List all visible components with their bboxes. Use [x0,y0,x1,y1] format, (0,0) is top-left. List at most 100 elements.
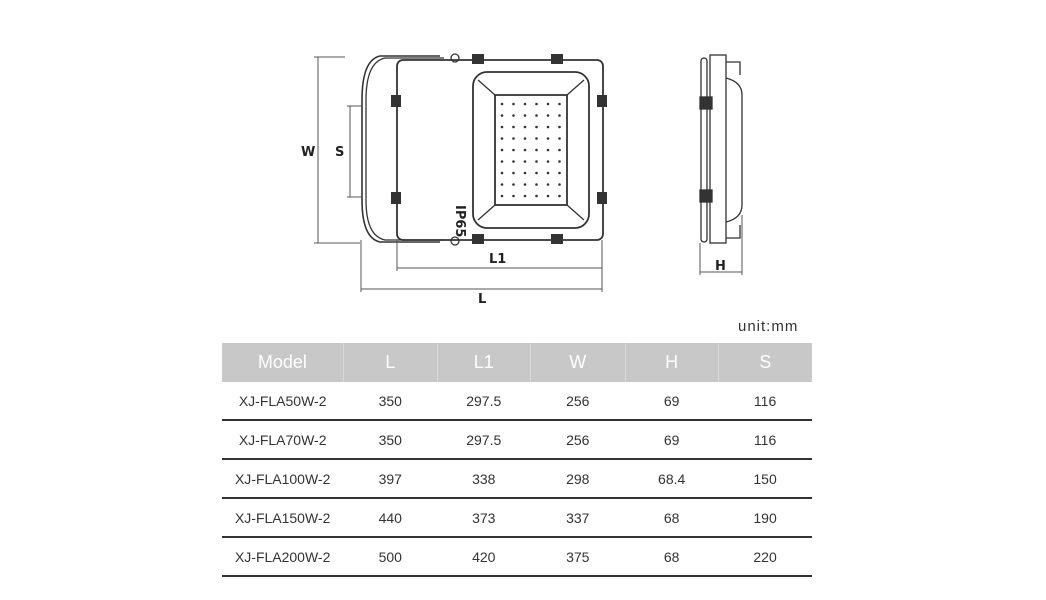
dim-label-w: W [301,145,315,160]
col-h: H [624,343,719,382]
led-dot [535,160,538,163]
table-cell: 298 [530,459,626,499]
led-dot [558,160,561,163]
led-dot [500,137,504,140]
led-dot [500,194,504,198]
table-cell: 350 [343,382,438,421]
table-cell: 297.5 [437,382,531,421]
table-cell: 220 [718,537,812,577]
table-cell: 373 [437,498,531,538]
table-cell: 150 [718,459,812,499]
led-dot [546,114,550,117]
table-cell: 500 [343,537,438,577]
led-dot [558,102,561,106]
led-dot [512,194,515,198]
led-dot [535,125,538,129]
led-dot [535,148,538,152]
table-cell: 256 [530,382,626,421]
led-dot [558,171,561,175]
table-cell: 69 [625,382,719,421]
led-dot [558,114,561,117]
table-cell: 375 [530,537,626,577]
led-dot [523,194,527,198]
table-cell: XJ-FLA100W-2 [222,459,344,499]
table-cell: 338 [437,459,531,499]
led-dot [523,171,527,175]
led-dot [546,183,550,186]
led-dot [546,171,550,175]
led-dot [558,148,561,152]
led-dot [500,102,504,106]
col-s: S [717,343,812,382]
led-dot [535,114,538,117]
col-model: Model [222,343,344,382]
table-cell: 350 [343,420,438,460]
led-dot [523,148,527,152]
led-dot [500,114,504,117]
dim-label-s: S [335,145,344,160]
led-dot [523,183,527,186]
unit-label: unit:mm [738,318,799,335]
led-dot [546,160,550,163]
floodlight-dimension-drawing: IP65 W S L1 L H [301,53,743,307]
led-dot [512,148,515,152]
led-dot [500,160,504,163]
dimension-lines [314,56,743,292]
led-dot [535,194,538,198]
led-dot [523,102,527,106]
led-dot [512,102,515,106]
led-dot [558,183,561,186]
table-cell: 440 [343,498,438,538]
table-cell: 116 [718,420,812,460]
side-view [699,54,743,244]
led-dot [535,102,538,106]
table-cell: 397 [343,459,438,499]
dim-label-l: L [478,292,486,307]
col-w: W [529,343,626,382]
led-dot [512,125,515,129]
led-array [500,102,561,198]
col-l: L [342,343,438,382]
led-dot [535,171,538,175]
led-dot [523,137,527,140]
led-dot [558,125,561,129]
ip-rating-label: IP65 [452,205,467,237]
led-dot [500,125,504,129]
led-dot [512,137,515,140]
dim-label-l1: L1 [489,252,506,267]
dim-label-h: H [715,259,726,274]
table-cell: XJ-FLA50W-2 [222,382,344,421]
table-cell: XJ-FLA200W-2 [222,537,344,577]
table-cell: 68.4 [625,459,719,499]
table-cell: 68 [625,498,719,538]
table-cell: 69 [625,420,719,460]
table-cell: 68 [625,537,719,577]
led-dot [523,125,527,129]
led-dot [546,194,550,198]
table-cell: 297.5 [437,420,531,460]
front-view [361,53,607,246]
led-dot [535,183,538,186]
led-dot [500,171,504,175]
led-dot [512,114,515,117]
led-dot [546,148,550,152]
table-cell: 190 [718,498,812,538]
table-header-row: Model L L1 W H S [222,343,812,382]
led-dot [500,183,504,186]
led-dot [558,194,561,198]
table-cell: 420 [437,537,531,577]
led-dot [546,125,550,129]
led-dot [523,160,527,163]
table-cell: 116 [718,382,812,421]
led-dot [558,137,561,140]
led-dot [512,183,515,186]
led-dot [546,137,550,140]
table-cell: 256 [530,420,626,460]
led-dot [512,171,515,175]
